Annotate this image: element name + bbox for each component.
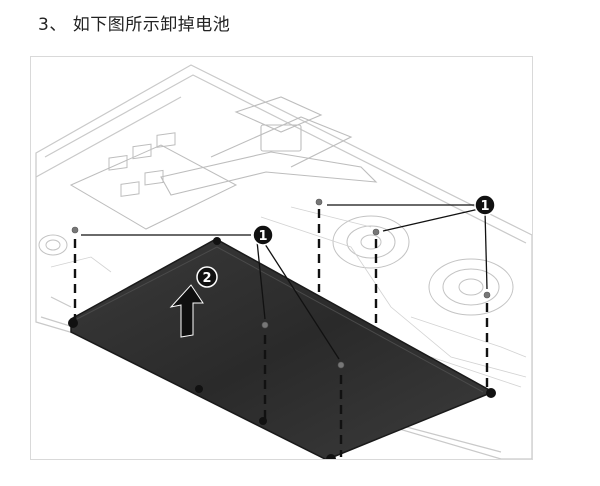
callout-badge: 1 [252, 224, 274, 246]
heat-pipe [160, 96, 378, 196]
screw-guide-lines [73, 209, 489, 457]
speaker-left [38, 234, 68, 256]
fan-left [332, 215, 410, 269]
arrow-up-icon [169, 284, 204, 338]
callout-label: 1 [480, 199, 489, 214]
battery-removal-figure: 1 1 2 [30, 56, 533, 460]
fan-right [428, 258, 514, 316]
board-traces [50, 206, 527, 388]
step-title: 3、 如下图所示卸掉电池 [38, 15, 231, 35]
callout-label: 2 [202, 271, 211, 286]
memory-module [69, 132, 238, 230]
screw-icon [71, 198, 491, 369]
callout-leader-lines [81, 204, 488, 360]
callout-badge: 2 [196, 266, 218, 288]
battery [68, 237, 496, 459]
callout-label: 1 [258, 229, 267, 244]
laptop-illustration: 1 1 2 [35, 64, 532, 459]
callout-badge: 1 [474, 194, 496, 216]
